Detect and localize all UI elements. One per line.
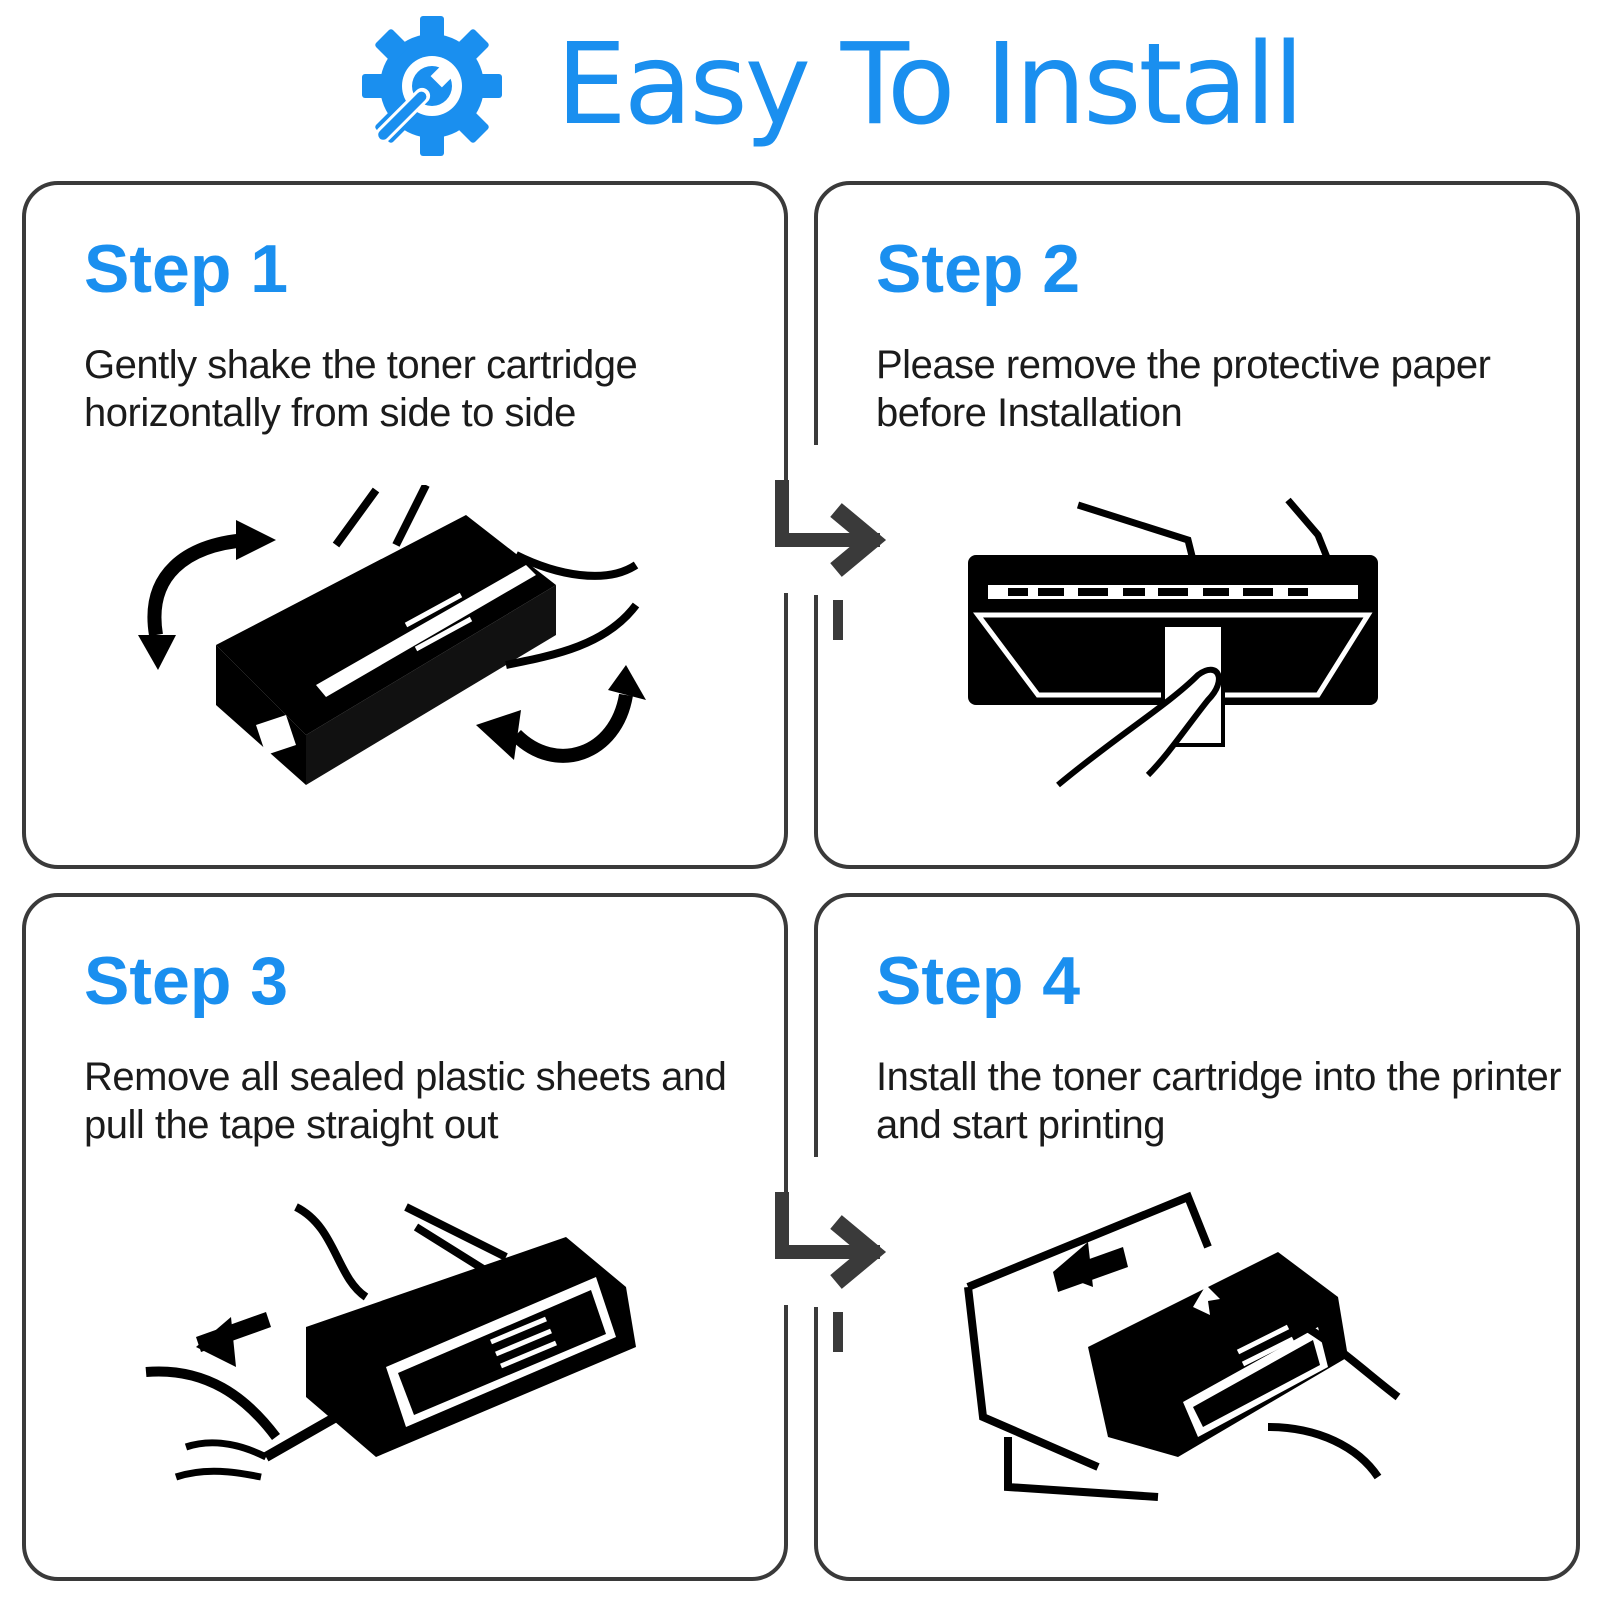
step-1-title: Step 1 [84,231,289,307]
gear-wrench-icon [362,16,502,160]
header: Easy To Install [0,0,1600,175]
arrow-right-icon [775,480,887,640]
step-2-text: Please remove the protective paper befor… [876,343,1491,435]
step-1-card: Step 1 Gently shake the toner cartridge … [22,181,788,869]
step-3-text: Remove all sealed plastic sheets and pul… [84,1055,727,1147]
step-2-title: Step 2 [876,231,1081,307]
border-gap-4 [812,1157,826,1307]
step-2-card: Step 2 Please remove the protective pape… [814,181,1580,869]
shake-cartridge-illustration [138,485,646,785]
pull-tape-illustration [145,1203,636,1481]
step-3-title: Step 3 [84,943,289,1019]
step-4-card: Step 4 Install the toner cartridge into … [814,893,1580,1581]
remove-paper-illustration [968,497,1378,788]
install-cartridge-illustration [964,1191,1401,1501]
arrow-right-icon [775,1192,887,1352]
step-4-title: Step 4 [876,943,1081,1019]
step-1-text: Gently shake the toner cartridge horizon… [84,343,638,435]
page-title: Easy To Install [556,20,1304,150]
border-gap-2 [812,445,826,595]
step-4-text: Install the toner cartridge into the pri… [876,1055,1562,1147]
step-3-card: Step 3 Remove all sealed plastic sheets … [22,893,788,1581]
